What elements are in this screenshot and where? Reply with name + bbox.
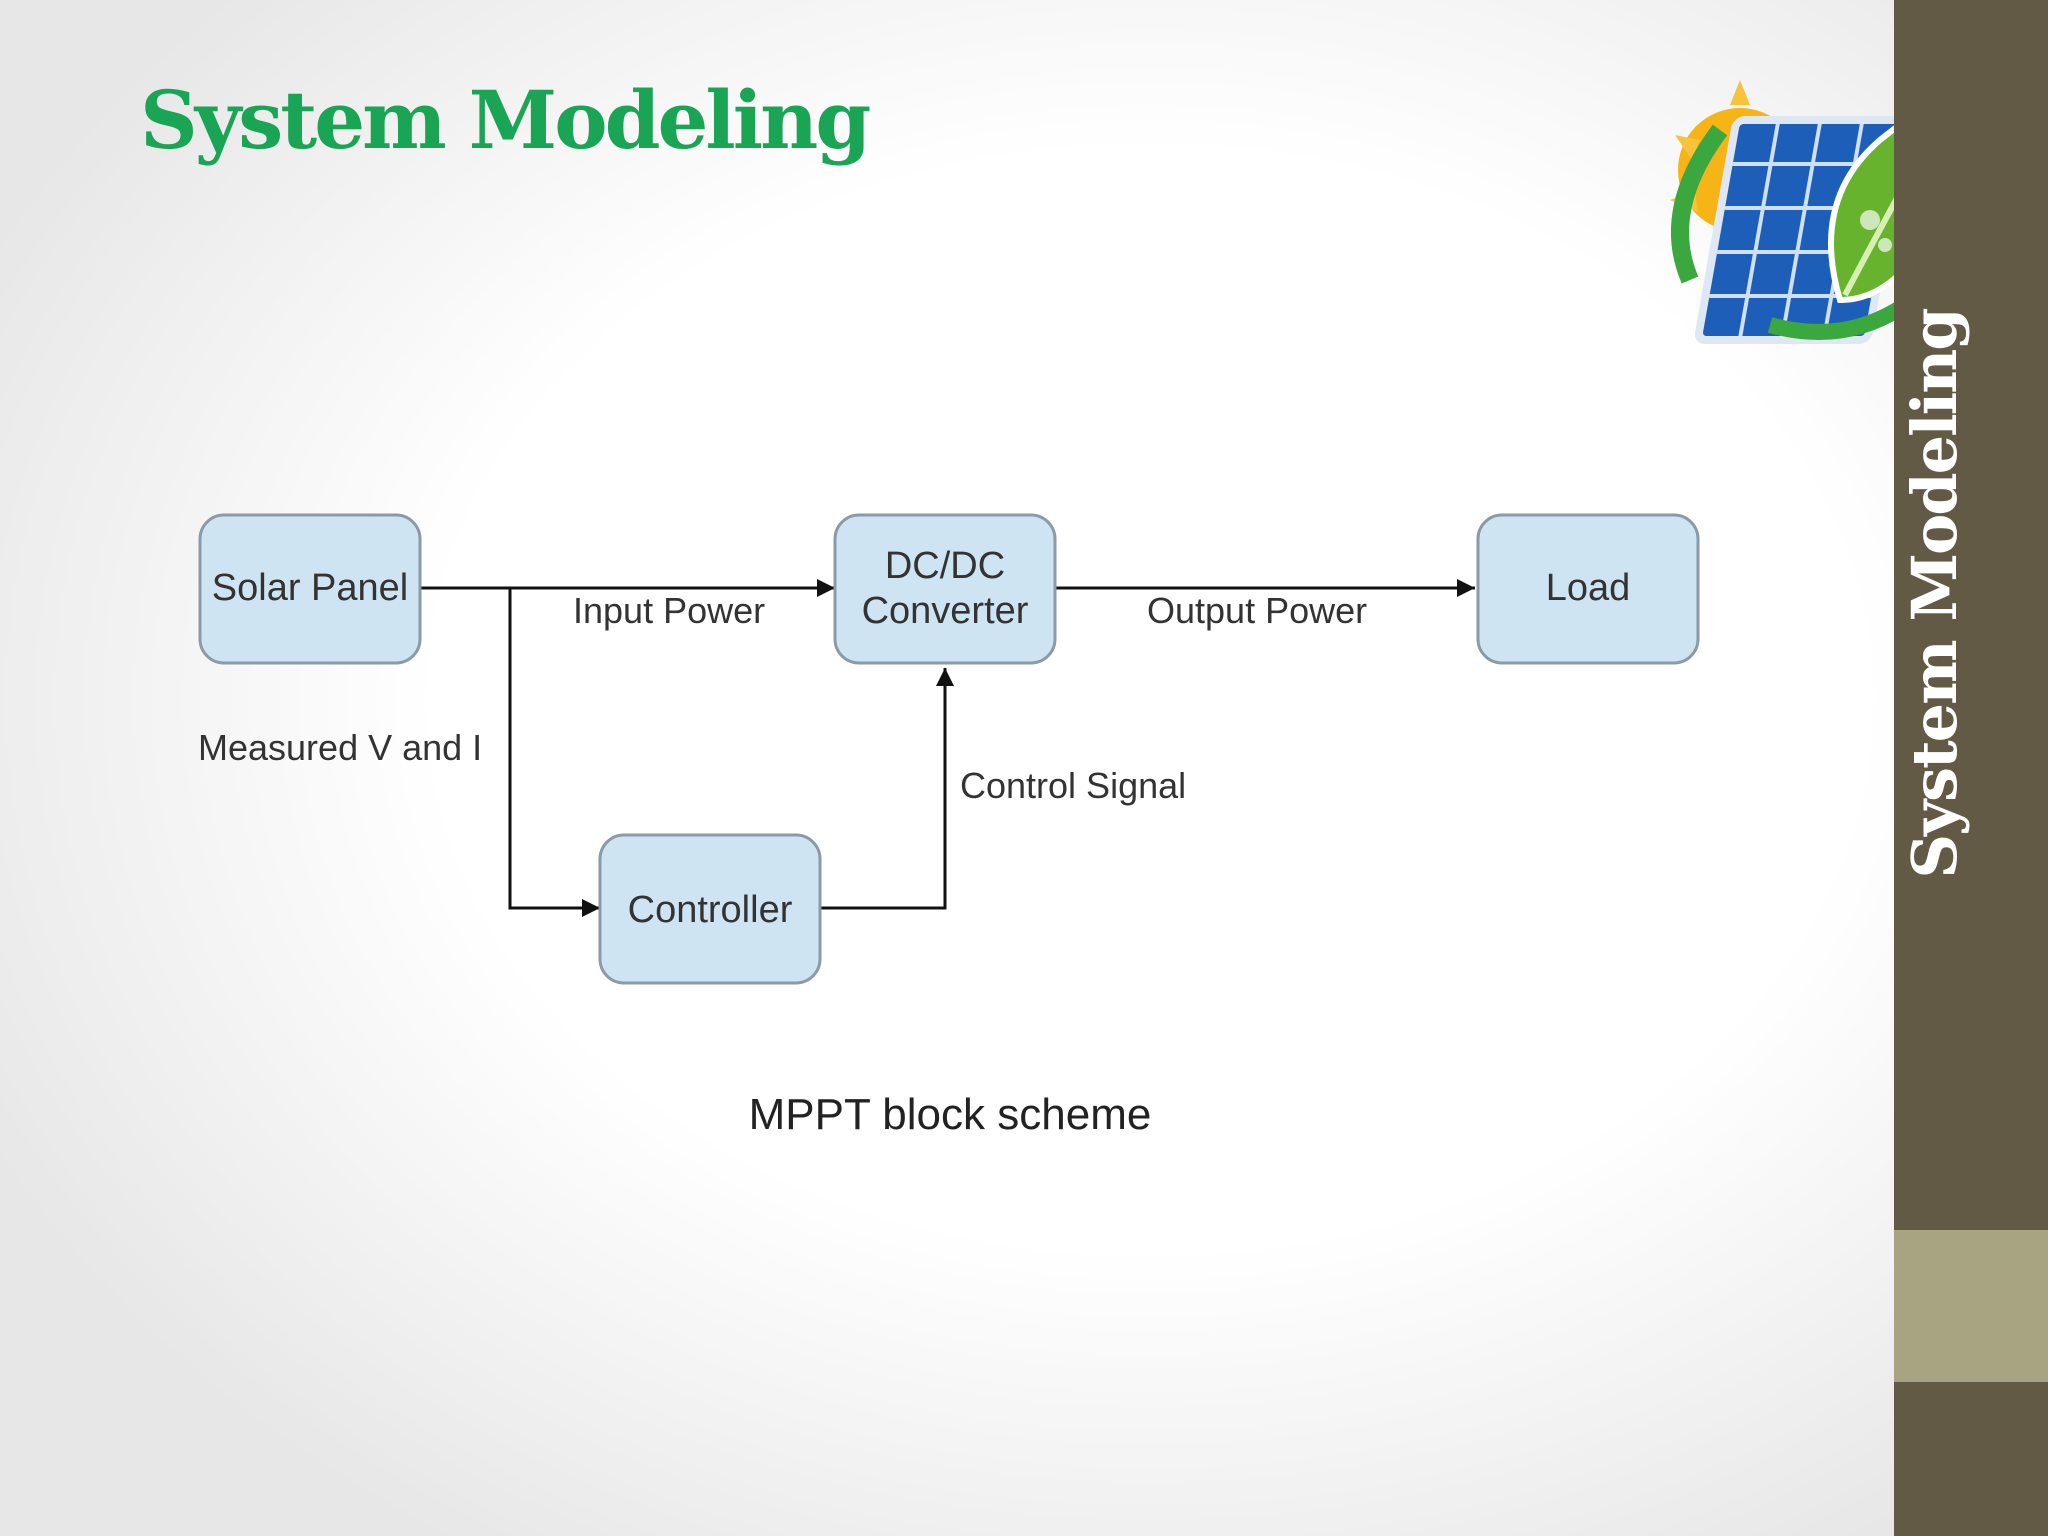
node-controller <box>598 833 822 985</box>
edge-label-input-power: Input Power <box>573 590 765 631</box>
node-label-controller: Controller <box>628 889 793 931</box>
sidebar-dark-bottom <box>1894 1382 2048 1536</box>
node-load <box>1476 513 1700 665</box>
node-label-load: Load <box>1546 567 1631 609</box>
node-label-dcdc-line1: DC/DC <box>885 545 1005 587</box>
edge-label-output-power: Output Power <box>1147 590 1367 631</box>
edge-control-signal <box>820 668 954 910</box>
sidebar-title: System Modeling <box>1898 309 1971 879</box>
node-label-dcdc-line2: Converter <box>862 590 1029 632</box>
edge-measured-v-and-i <box>508 588 600 917</box>
node-solar-panel <box>198 513 422 665</box>
figure-caption: MPPT block scheme <box>748 1090 1152 1139</box>
edge-label-measured: Measured V and I <box>198 727 482 768</box>
node-label-solar-panel: Solar Panel <box>212 567 408 609</box>
node-dcdc-converter <box>833 513 1057 665</box>
mppt-block-diagram: Solar Panel DC/DC Converter Load Control… <box>198 513 1700 985</box>
edge-label-control-signal: Control Signal <box>960 765 1186 806</box>
sidebar-light-band <box>1894 1230 2048 1382</box>
sidebar-dark-top <box>1894 0 2048 1230</box>
sidebar-band <box>1894 0 2048 1536</box>
slide-title: System Modeling <box>140 73 871 167</box>
